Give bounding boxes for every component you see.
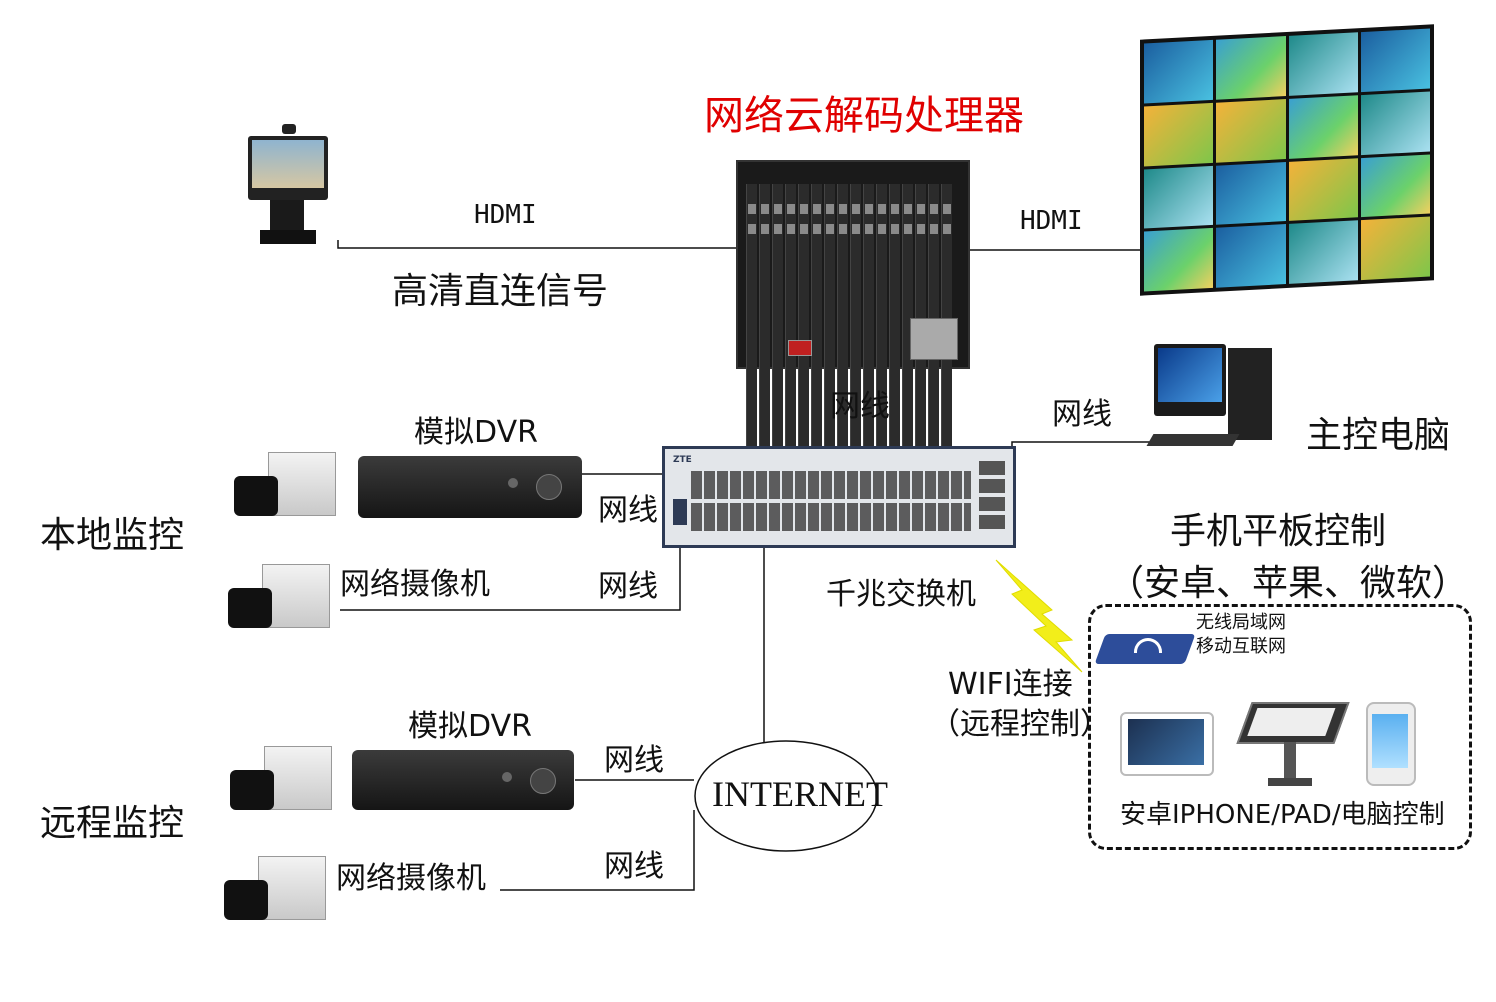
net-label-dvr-remote: 网线: [604, 743, 664, 778]
dvr-label-remote: 模拟DVR: [408, 709, 532, 744]
remote-control-label: （远程控制）: [930, 707, 1110, 742]
dvr-icon: [352, 750, 574, 810]
device-control-label: 安卓IPHONE/PAD/电脑控制: [1120, 800, 1445, 830]
video-wall-icon: [1140, 24, 1434, 296]
net-label-ipcam-remote: 网线: [604, 849, 664, 884]
cctv-camera-icon: [222, 560, 332, 636]
mobile-control-title: 手机平板控制: [1170, 511, 1387, 552]
switch-label: 千兆交换机: [826, 577, 976, 612]
hdmi-label-left: HDMI: [474, 200, 537, 230]
decoder-chassis-icon: [736, 160, 970, 474]
internet-cloud: [694, 740, 878, 852]
dvr-label-local: 模拟DVR: [414, 415, 538, 450]
page-title: 网络云解码处理器: [704, 93, 1024, 139]
smartphone-icon: [1366, 702, 1416, 786]
desktop-computer-icon: [1146, 344, 1280, 452]
ipcam-label-remote: 网络摄像机: [336, 861, 486, 896]
video-conference-terminal-icon: [246, 124, 334, 246]
net-label-ipcam-local: 网线: [598, 569, 658, 604]
dvr-icon: [358, 456, 582, 518]
lightning-icon: [995, 559, 1083, 673]
mobile-control-subtitle: （安卓、苹果、微软）: [1108, 563, 1469, 604]
net-label-pc: 网线: [1052, 397, 1112, 432]
tablet-icon: [1120, 712, 1214, 776]
cctv-camera-icon: [228, 448, 338, 524]
mobile-internet-label: 移动互联网: [1196, 636, 1286, 657]
local-monitor-label: 本地监控: [40, 515, 185, 556]
network-switch-icon: ZTE: [662, 446, 1016, 548]
internet-label: INTERNET: [712, 774, 888, 814]
cctv-camera-icon: [224, 742, 334, 818]
hd-direct-label: 高清直连信号: [392, 271, 609, 312]
hdmi-label-right: HDMI: [1020, 206, 1083, 236]
remote-monitor-label: 远程监控: [40, 803, 185, 844]
wifi-label: WIFI连接: [948, 667, 1073, 702]
wlan-label: 无线局域网: [1196, 612, 1286, 633]
wireless-router-icon: [1094, 624, 1196, 672]
ipcam-label-local: 网络摄像机: [340, 567, 490, 602]
mobile-control-box: [1088, 604, 1472, 850]
main-pc-label: 主控电脑: [1306, 415, 1451, 456]
net-label-top: 网线: [830, 389, 890, 424]
cctv-camera-icon: [218, 852, 328, 928]
net-label-dvr-local: 网线: [598, 493, 658, 528]
kiosk-icon: [1236, 702, 1350, 788]
